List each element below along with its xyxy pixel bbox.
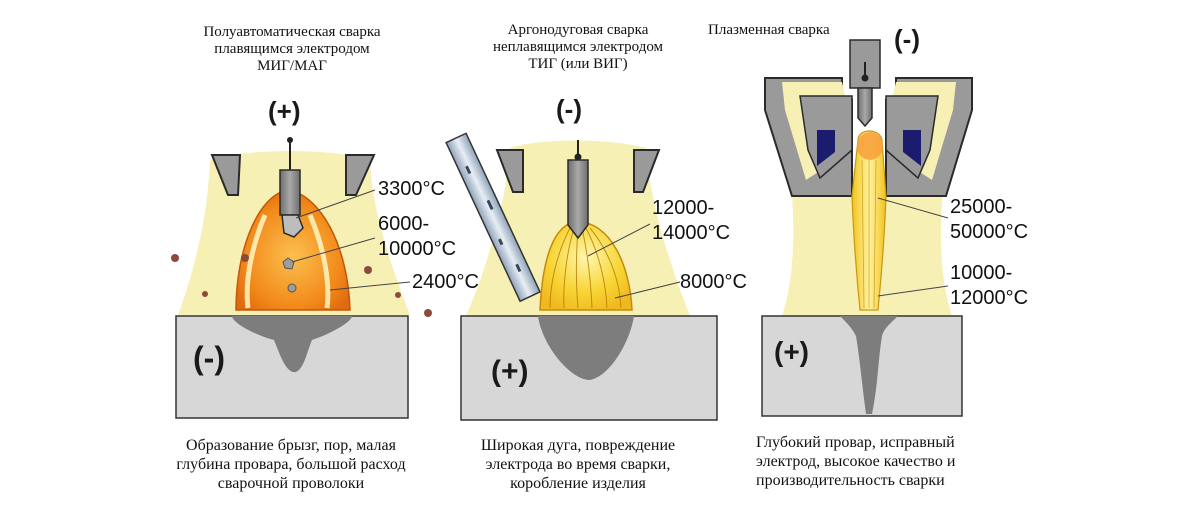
tig-electrode-polarity: (-): [556, 94, 582, 124]
tig-weld-pool: [538, 316, 634, 380]
tig-nozzle-left: [495, 149, 524, 193]
mig-temp-pool: 2400°C: [412, 271, 479, 293]
plasma-temp-jet-line-2: 12000°C: [950, 287, 1029, 309]
tig-temp-edge: 8000°C: [680, 271, 747, 293]
plasma-caption-line-3: производительность сварки: [756, 472, 945, 489]
tig-title-line-3: ТИГ (или ВИГ): [528, 56, 628, 72]
tig-caption-line-1: Широкая дуга, повреждение: [480, 437, 676, 454]
plasma-title-line-1: Плазменная сварка: [708, 22, 830, 38]
mig-arc-streak-right: [307, 214, 331, 309]
mig-wire-electrode: [279, 169, 301, 216]
plasma-temp-jet-line-1: 10000-: [950, 262, 1013, 284]
plasma-caption: Глубокий провар, исправный электрод, выс…: [756, 433, 986, 490]
tig-title-line-2: неплавящимся электродом: [492, 39, 664, 55]
plasma-temp-core-line-2: 50000°C: [950, 221, 1029, 243]
plasma-panel-graphic: [761, 39, 973, 417]
mig-arc-streak-left: [244, 214, 268, 309]
mig-caption: Образование брызг, пор, малая глубина пр…: [160, 436, 422, 493]
mig-caption-line-3: сварочной проволоки: [217, 475, 365, 492]
plasma-insert-right: [903, 130, 921, 166]
tig-workpiece-polarity: (+): [491, 355, 529, 388]
mig-title-line-3: МИГ/МАГ: [257, 58, 327, 74]
tig-title: Аргонодуговая сварка неплавящимся электр…: [468, 22, 688, 73]
tig-temp-core-line-1: 12000-: [652, 197, 715, 219]
tig-caption: Широкая дуга, повреждение электрода во в…: [460, 436, 696, 493]
mig-electrode-polarity: (+): [268, 96, 301, 126]
mig-temp-arc-line-2: 10000°C: [378, 238, 457, 260]
tig-nozzle-right: [633, 149, 661, 193]
plasma-insert-left: [817, 130, 835, 166]
mig-panel-graphic: [171, 137, 432, 419]
tig-temp-core-line-2: 14000°C: [652, 222, 731, 244]
plasma-caption-line-2: электрод, высокое качество и: [756, 453, 956, 470]
plasma-title: Плазменная сварка: [708, 22, 848, 39]
tig-title-line-1: Аргонодуговая сварка: [507, 22, 649, 38]
tig-filler-rod: [445, 132, 542, 303]
tig-tungsten-electrode: [567, 159, 589, 240]
mig-nozzle-right: [345, 154, 376, 196]
mig-title-line-2: плавящимся электродом: [214, 41, 370, 57]
plasma-temp-core-line-1: 25000-: [950, 196, 1013, 218]
tig-caption-line-2: электрода во время сварки,: [485, 456, 671, 473]
mig-temp-arc-line-1: 6000-: [378, 213, 430, 235]
mig-wire-tip: [281, 214, 304, 238]
mig-weld-pool: [232, 316, 352, 373]
mig-caption-line-2: глубина провара, большой расход: [176, 456, 406, 473]
mig-nozzle-left: [210, 154, 242, 196]
mig-caption-line-1: Образование брызг, пор, малая: [186, 437, 396, 454]
mig-workpiece-polarity: (-): [193, 340, 225, 376]
mig-temp-wire: 3300°C: [378, 178, 445, 200]
mig-title-line-1: Полуавтоматическая сварка: [203, 24, 381, 40]
plasma-keyhole: [840, 316, 898, 414]
plasma-caption-line-1: Глубокий провар, исправный: [756, 434, 955, 451]
tig-caption-line-3: коробление изделия: [510, 475, 646, 492]
plasma-workpiece-polarity: (+): [774, 336, 809, 367]
plasma-electrode-polarity: (-): [894, 24, 920, 54]
mig-title: Полуавтоматическая сварка плавящимся эле…: [176, 24, 408, 75]
tig-panel-graphic: [445, 132, 718, 421]
